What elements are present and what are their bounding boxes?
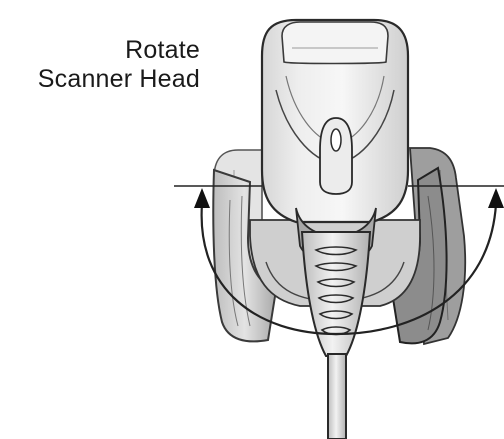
scanner-cable [328,354,346,439]
scanner-head [262,20,408,222]
arrow-head-right-icon [488,188,504,208]
arrow-head-left-icon [194,188,210,208]
cord-strain-relief [302,232,370,356]
